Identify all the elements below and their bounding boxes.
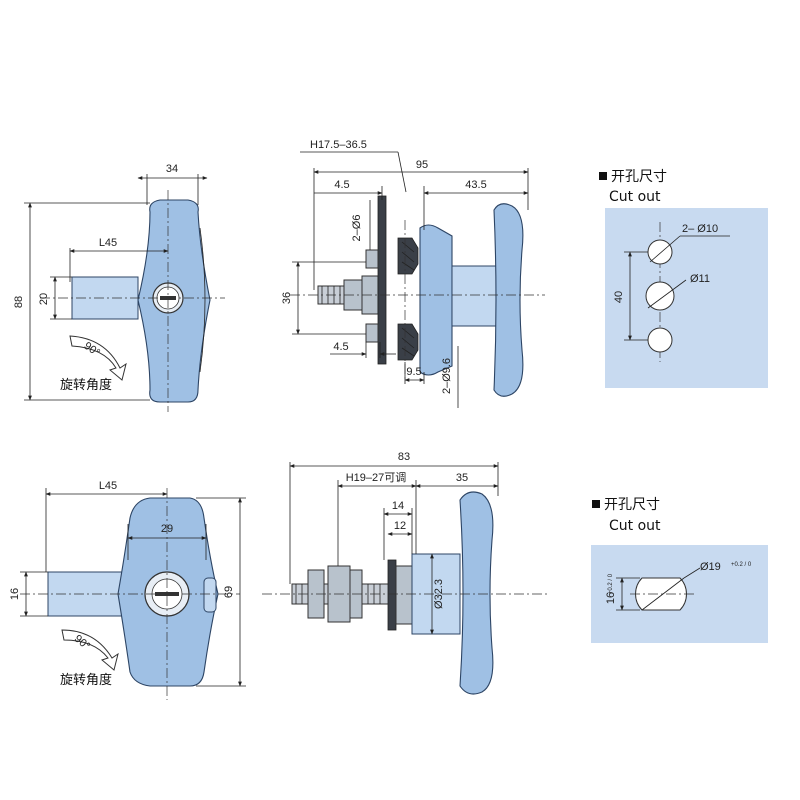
view2-dim-left: 4.5 bbox=[334, 179, 349, 191]
view2-screw-top bbox=[397, 237, 419, 275]
cutout1-dim-small: 2– Ø10 bbox=[682, 223, 718, 235]
view2-top-stud bbox=[365, 249, 379, 269]
view3-dim-height: 69 bbox=[223, 586, 235, 598]
view4-dim-12: 12 bbox=[394, 520, 406, 532]
view3-front-view: L45 29 16 69 90° 旋转角度 bbox=[9, 480, 246, 700]
view1-dim-shaft-len: L45 bbox=[99, 237, 117, 249]
cutout2-dim-dia: Ø19 bbox=[700, 561, 721, 573]
cutout2-dim-dia-tol: +0.2 / 0 bbox=[731, 562, 752, 568]
view1-dim-height: 88 bbox=[13, 296, 25, 308]
cutout1-header-en: Cut out bbox=[609, 189, 661, 205]
view2-side-view: H17.5–36.5 95 4.5 43.5 2–Ø6 36 4.5 9.5 bbox=[281, 139, 545, 408]
view2-neck bbox=[451, 265, 497, 327]
cutout1-box bbox=[605, 208, 768, 388]
cutout1-hole-middle bbox=[645, 281, 675, 311]
cutout1-dim-spacing: 40 bbox=[613, 291, 625, 303]
view4-t-handle bbox=[459, 491, 494, 695]
view1-dim-top: 34 bbox=[166, 163, 178, 175]
view2-housing bbox=[419, 224, 453, 376]
cutout2-dim-flat-tol: +0.2 / 0 bbox=[608, 573, 614, 594]
view4-dim-adjust: H19–27可调 bbox=[346, 471, 407, 484]
view4-side-view: Ø32.3 83 H19–27可调 35 14 12 bbox=[262, 451, 550, 695]
cutout1-header-cn: 开孔尺寸 bbox=[611, 169, 667, 185]
view3-dim-width: 29 bbox=[161, 523, 173, 535]
view3-side-knob bbox=[203, 577, 217, 613]
view2-screw-bottom bbox=[397, 323, 419, 361]
view2-dim-offset: 9.5 bbox=[406, 366, 421, 378]
view4-washer bbox=[387, 559, 397, 631]
view1-front-view: 34 88 L45 20 90° 旋转角度 bbox=[13, 163, 225, 412]
view4-collar bbox=[395, 565, 413, 625]
view2-dim-holes-bottom: 2–Ø9.6 bbox=[441, 358, 453, 394]
view3-dim-shaft-dia: 16 bbox=[9, 588, 21, 600]
cutout2-panel: 开孔尺寸 Cut out Ø19 +0.2 / 0 16 +0.2 / 0 bbox=[591, 497, 768, 643]
view1-rotation-arrow bbox=[69, 335, 127, 381]
cutout1-hole-bottom bbox=[647, 327, 673, 353]
view2-bottom-stud bbox=[365, 323, 379, 343]
view1-dim-shaft-dia: 20 bbox=[38, 293, 50, 305]
view2-dim-center: 36 bbox=[281, 292, 293, 304]
view3-rotation-arrow bbox=[61, 629, 119, 671]
cutout2-header-en: Cut out bbox=[609, 518, 661, 534]
view3-rotation-caption: 旋转角度 bbox=[60, 672, 112, 688]
view4-dim-14: 14 bbox=[392, 500, 404, 512]
view4-dim-total: 83 bbox=[398, 451, 410, 463]
view2-t-handle bbox=[493, 203, 524, 397]
view1-rotation-caption: 旋转角度 bbox=[60, 377, 112, 393]
cutout1-panel: 开孔尺寸 Cut out 2– Ø10 Ø11 40 bbox=[599, 169, 768, 388]
view2-dim-right: 43.5 bbox=[465, 179, 486, 191]
view2-dim-plate: 4.5 bbox=[333, 341, 348, 353]
view2-dim-total: 95 bbox=[416, 159, 428, 171]
view2-dim-adjust: H17.5–36.5 bbox=[310, 139, 367, 151]
view3-dim-shaft-len: L45 bbox=[99, 480, 117, 492]
view4-dim-right: 35 bbox=[456, 472, 468, 484]
cutout2-header-cn: 开孔尺寸 bbox=[604, 497, 660, 513]
cutout2-dim-flat: 16 bbox=[605, 592, 617, 604]
view2-dim-holes-top: 2–Ø6 bbox=[351, 215, 363, 242]
cutout1-dim-large: Ø11 bbox=[690, 273, 710, 285]
view2-mounting-plate bbox=[377, 195, 387, 365]
